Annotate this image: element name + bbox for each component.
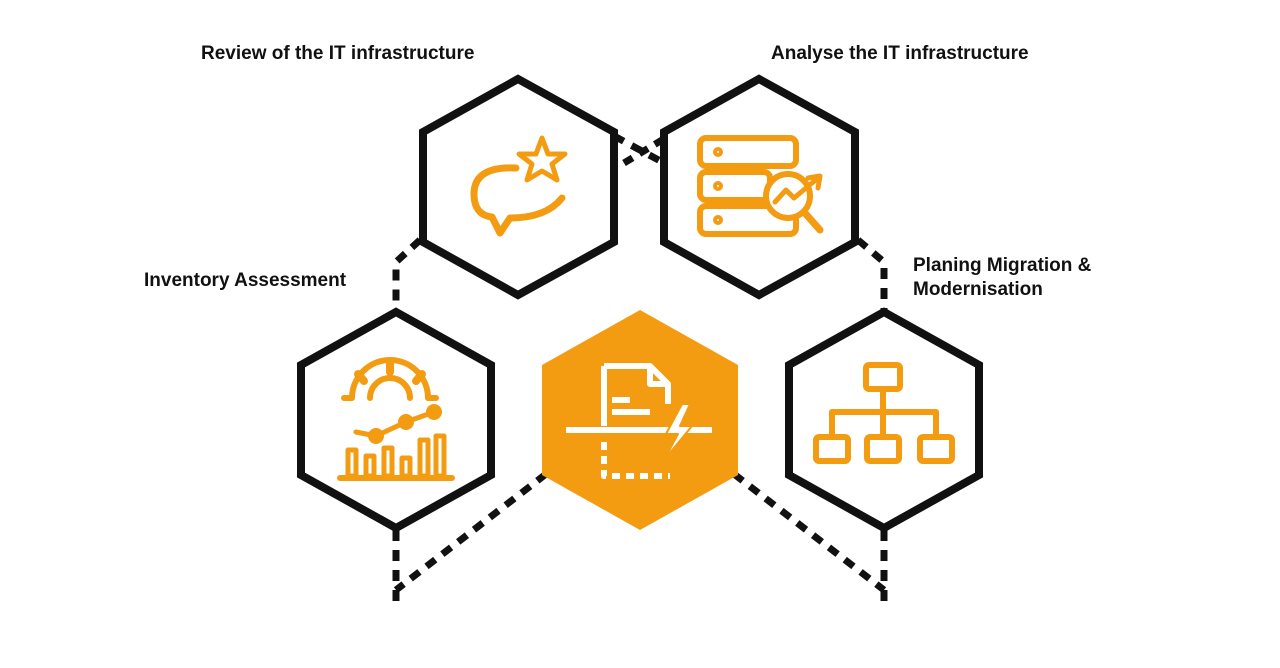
hexagon-analyse: [660, 74, 859, 300]
connectors: [392, 132, 888, 605]
gear-chart-icon: [337, 357, 455, 481]
hexagon-review: [419, 74, 618, 300]
server-analytics-icon: [697, 135, 824, 237]
label-migration-line-1: Planing Migration &: [913, 255, 1092, 276]
connector-analyse-migration: [855, 237, 888, 310]
hierarchy-icon: [813, 362, 955, 464]
label-migration: Planing Migration & Modernisation: [913, 254, 1091, 302]
label-review: Review of the IT infrastructure: [201, 42, 474, 66]
connector-review-inventory: [392, 237, 423, 310]
label-analyse: Analyse the IT infrastructure: [771, 42, 1029, 66]
hexagon-inventory: [297, 307, 495, 533]
connector-review-analyse: [612, 132, 666, 167]
label-analyse-line-1: Analyse the IT infrastructure: [771, 43, 1029, 64]
hexagon-center: [542, 310, 738, 530]
label-migration-line-2: Modernisation: [913, 279, 1043, 300]
document-cut-icon: [566, 363, 712, 479]
chat-star-icon: [470, 135, 568, 237]
label-review-line-1: Review of the IT infrastructure: [201, 43, 475, 64]
connector-review-analyse-b: [622, 137, 664, 166]
label-inventory: Inventory Assessment: [144, 269, 346, 293]
label-inventory-line-1: Inventory Assessment: [144, 270, 347, 291]
